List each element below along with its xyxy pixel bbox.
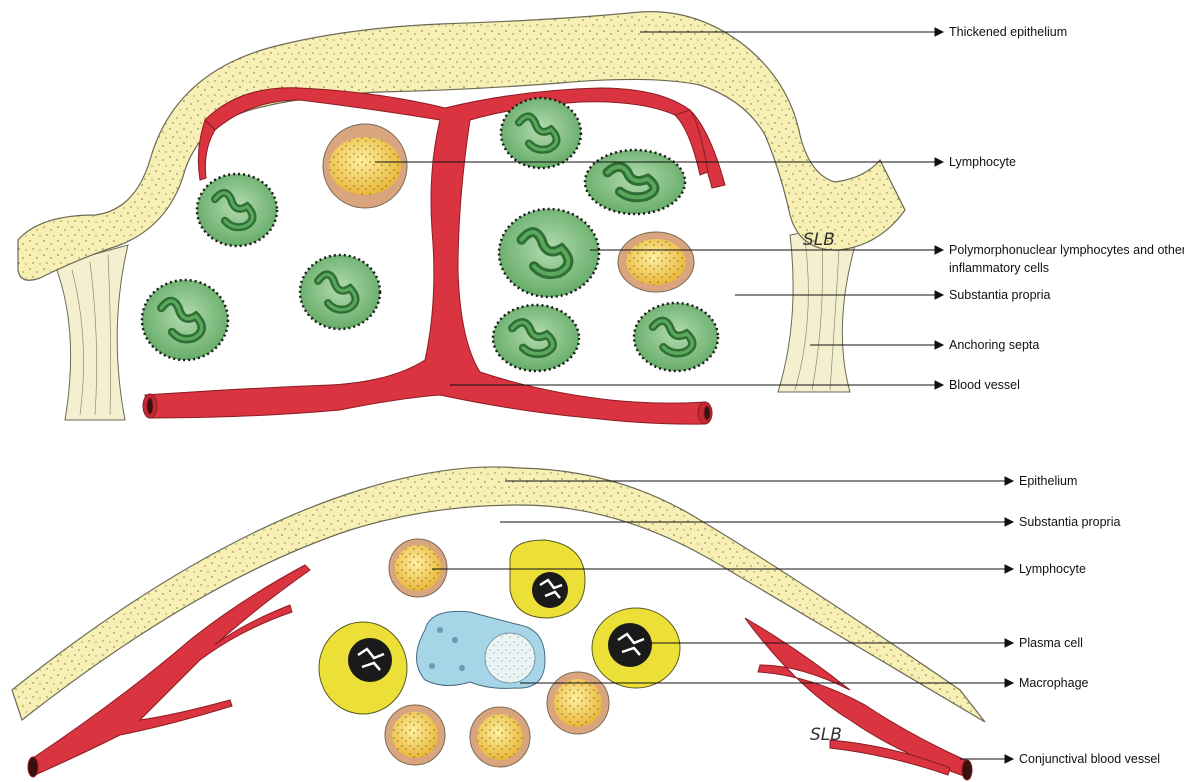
label-thickened-epithelium: Thickened epithelium — [949, 23, 1067, 41]
lymphocyte-top-1 — [323, 124, 407, 208]
pmn-cell — [501, 98, 581, 168]
lymphocyte — [389, 539, 447, 597]
label-plasma-cell: Plasma cell — [1019, 634, 1083, 652]
label-blood-vessel: Blood vessel — [949, 376, 1020, 394]
pmn-cell — [499, 209, 599, 297]
pmn-cell — [585, 150, 685, 214]
label-substantia-propria-bottom: Substantia propria — [1019, 513, 1120, 531]
lymphocyte — [385, 705, 445, 765]
lymphocyte — [547, 672, 609, 734]
pmn-cell — [197, 174, 277, 246]
plasma-cell — [319, 622, 407, 714]
macrophage — [417, 611, 546, 688]
label-polymorphonuclear: Polymorphonuclear lymphocytes and other … — [949, 241, 1184, 277]
anchoring-septa-left — [55, 245, 128, 420]
bottom-panel: SLB — [12, 467, 1013, 780]
label-epithelium: Epithelium — [1019, 472, 1077, 490]
slb-top-label: SLB — [803, 230, 835, 250]
lymphocyte — [470, 707, 530, 767]
label-macrophage: Macrophage — [1019, 674, 1089, 692]
label-lymphocyte-bottom: Lymphocyte — [1019, 560, 1086, 578]
pmn-cell — [634, 303, 718, 371]
plasma-cell — [510, 540, 585, 618]
plasma-cell — [592, 608, 680, 688]
pmn-cell — [300, 255, 380, 329]
top-panel: SLB — [18, 12, 943, 424]
label-substantia-propria-top: Substantia propria — [949, 286, 1050, 304]
label-lymphocyte-top: Lymphocyte — [949, 153, 1016, 171]
label-anchoring-septa: Anchoring septa — [949, 336, 1039, 354]
pmn-cell — [493, 305, 579, 371]
lymphocyte-top-2 — [618, 232, 694, 292]
slb-bottom-label: SLB — [810, 725, 842, 745]
label-conjunctival-blood-vessel: Conjunctival blood vessel — [1019, 750, 1160, 768]
pmn-cell — [142, 280, 228, 360]
